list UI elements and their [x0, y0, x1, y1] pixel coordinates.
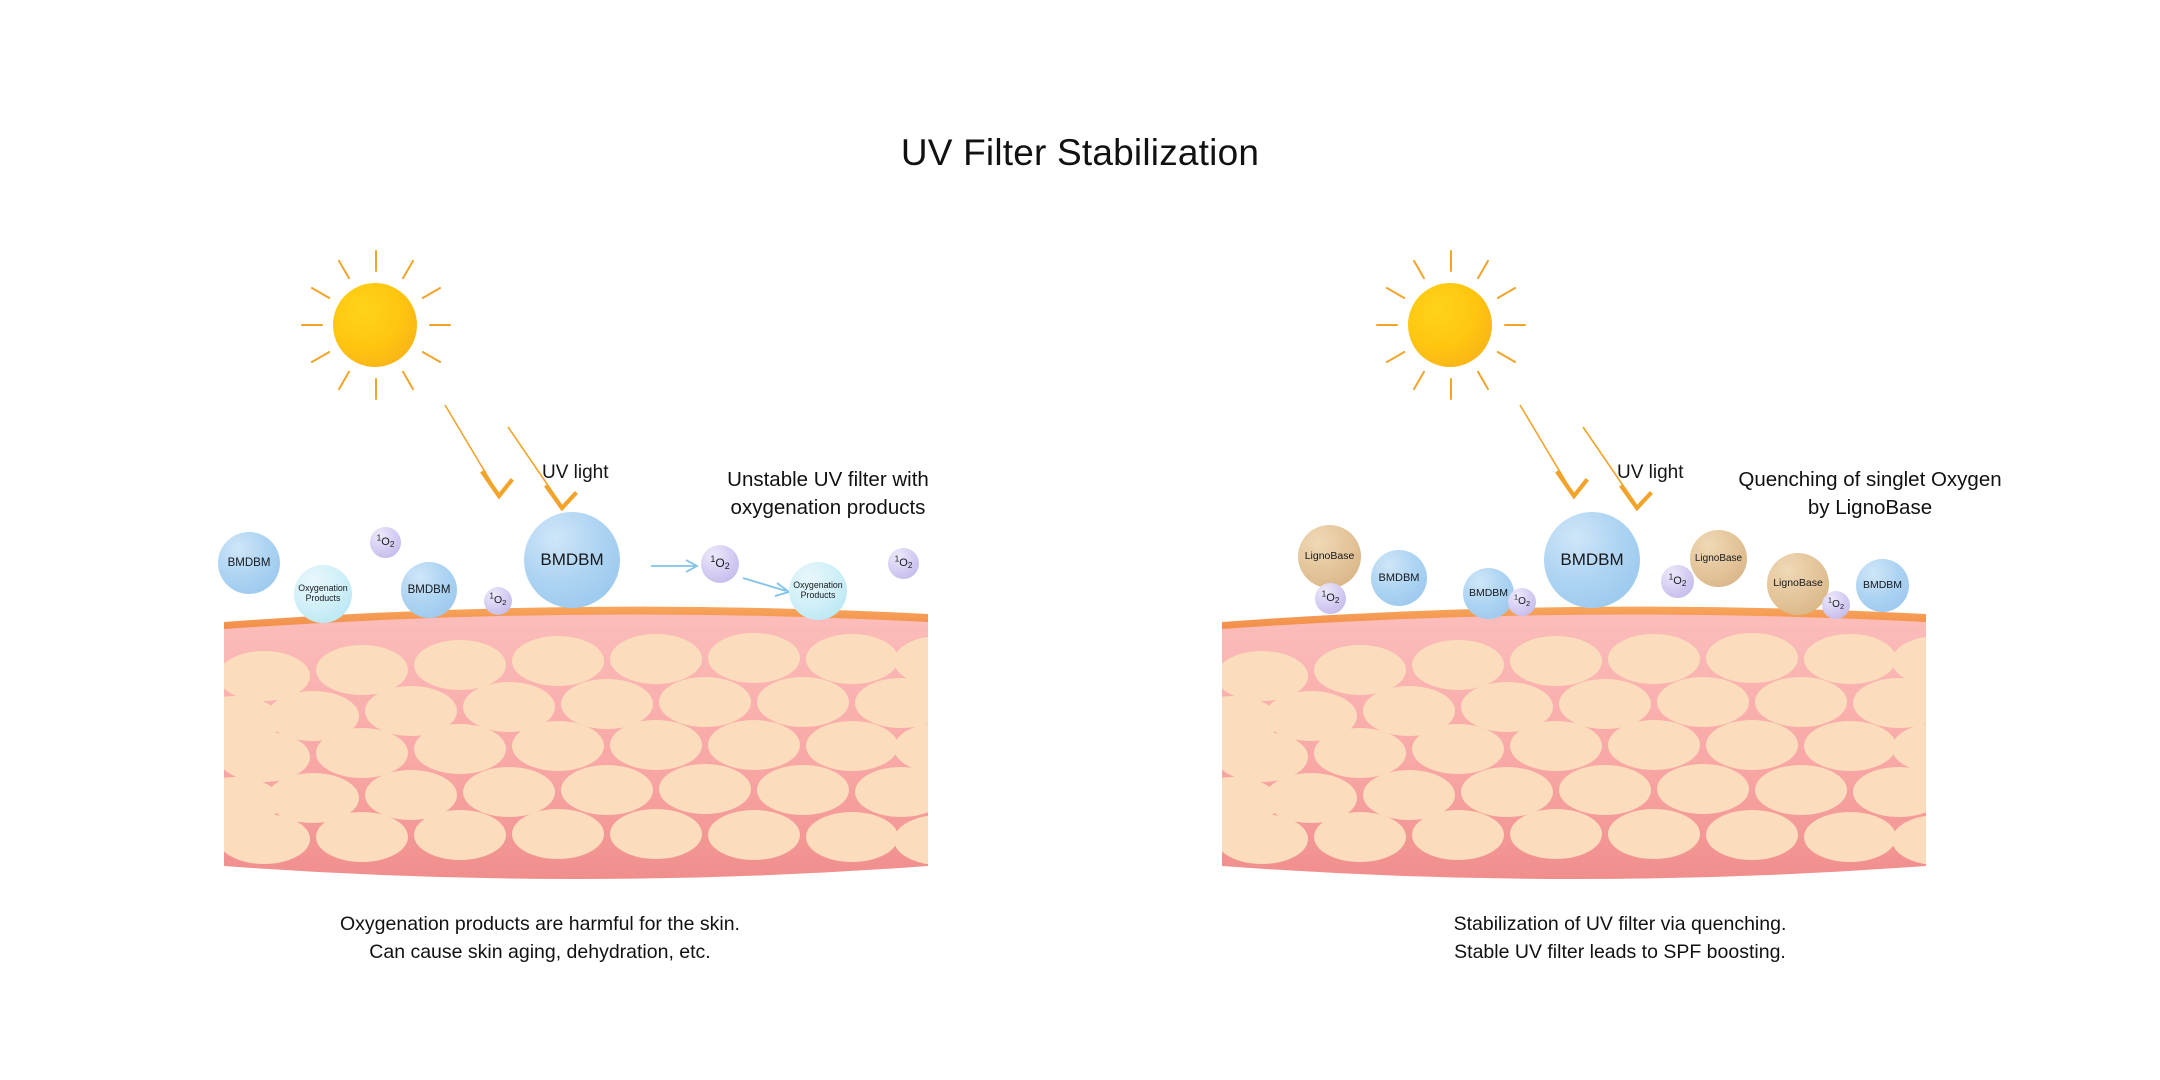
molecule-label: 1O2 [1321, 588, 1340, 605]
molecule-label: BMDBM [540, 550, 604, 570]
molecule-so2: 1O2 [701, 545, 739, 583]
molecule-bmdbm: BMDBM [524, 512, 620, 608]
skin-cross-section [1222, 606, 1926, 879]
molecule-label: BMDBM [1560, 550, 1624, 570]
sun-ray [1450, 378, 1452, 400]
sun-disc [333, 283, 417, 367]
molecule-label: BMDBM [227, 556, 271, 569]
molecule-ligno: LignoBase [1690, 530, 1747, 587]
sun-icon [1370, 245, 1530, 405]
page-title: UV Filter Stabilization [900, 132, 1260, 173]
skin-cross-section [224, 606, 928, 879]
molecule-bmdbm: BMDBM [401, 562, 457, 618]
uv-light-label: UV light [542, 462, 609, 483]
molecule-bmdbm: BMDBM [1544, 512, 1640, 608]
molecule-label: 1O2 [489, 591, 507, 607]
molecule-so2: 1O2 [1508, 588, 1536, 616]
sun-disc [1408, 283, 1492, 367]
molecule-bmdbm: BMDBM [1856, 559, 1909, 612]
molecule-label: 1O2 [1513, 593, 1531, 608]
molecule-bmdbm: BMDBM [1463, 568, 1514, 619]
sun-icon [295, 245, 455, 405]
panel-heading-stabilized: Quenching of singlet Oxygen by LignoBase [1738, 468, 2002, 520]
molecule-label: 1O2 [376, 532, 395, 549]
panel-caption-stabilized: Stabilization of UV filter via quenching… [1453, 913, 1787, 964]
molecule-label: BMDBM [407, 583, 451, 596]
molecule-label: 1O2 [894, 553, 913, 570]
molecule-so2: 1O2 [1822, 591, 1850, 619]
panel-unstable-uv-filter: UV light Unstable UV filter with oxygena… [218, 245, 929, 964]
panel-caption-unstable: Oxygenation products are harmful for the… [340, 913, 740, 964]
molecule-label: 1O2 [1668, 571, 1687, 588]
molecule-so2: 1O2 [370, 527, 401, 558]
molecule-label: BMDBM [1468, 586, 1509, 599]
molecule-so2: 1O2 [484, 587, 512, 615]
molecule-bmdbm: BMDBM [1371, 550, 1427, 606]
molecule-ligno: LignoBase [1298, 525, 1361, 588]
molecule-label: BMDBM [1378, 571, 1420, 584]
panel-stabilized-uv-filter: UV light Quenching of singlet Oxygen by … [1080, 0, 2160, 1080]
molecule-ligno: LignoBase [1767, 553, 1829, 615]
molecule-so2: 1O2 [1661, 565, 1694, 598]
molecule-label: LignoBase [1694, 552, 1743, 564]
molecule-so2: 1O2 [1315, 583, 1346, 614]
uv-light-label: UV light [1617, 462, 1684, 483]
panel-heading-unstable: Unstable UV filter with oxygenation prod… [727, 468, 929, 520]
molecule-label: LignoBase [1304, 549, 1355, 562]
sun-ray [375, 378, 377, 400]
molecule-bmdbm: BMDBM [218, 532, 280, 594]
molecule-label: LignoBase [1773, 577, 1823, 590]
molecule-so2: 1O2 [888, 548, 919, 579]
molecule-label: 1O2 [1827, 596, 1845, 611]
molecule-label: BMDBM [1862, 578, 1903, 591]
molecule-label: 1O2 [710, 554, 730, 571]
